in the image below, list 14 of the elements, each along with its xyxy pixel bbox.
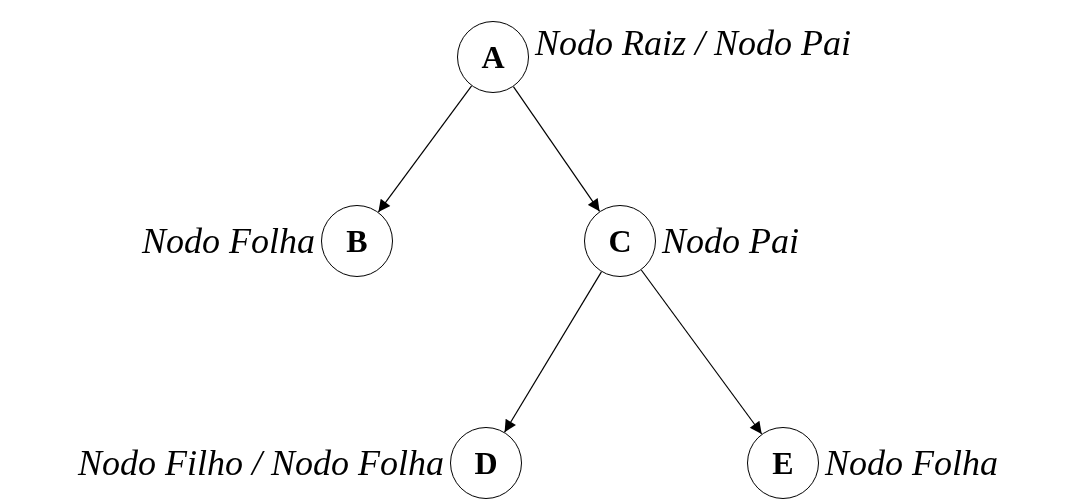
node-caption: Nodo Pai [662,223,799,259]
tree-node-circle: D [450,427,522,499]
node-caption: Nodo Folha [825,445,998,481]
tree-node-circle: C [584,205,656,277]
node-caption: Nodo Folha [142,223,315,259]
node-caption: Nodo Raiz / Nodo Pai [535,25,852,61]
tree-node-circle: E [747,427,819,499]
tree-node-circle: B [321,205,393,277]
tree-node-circle: A [457,21,529,93]
arrow [504,271,602,433]
arrow [377,85,473,213]
node-caption: Nodo Filho / Nodo Folha [78,445,444,481]
arrow [640,269,763,435]
arrow [512,86,601,212]
